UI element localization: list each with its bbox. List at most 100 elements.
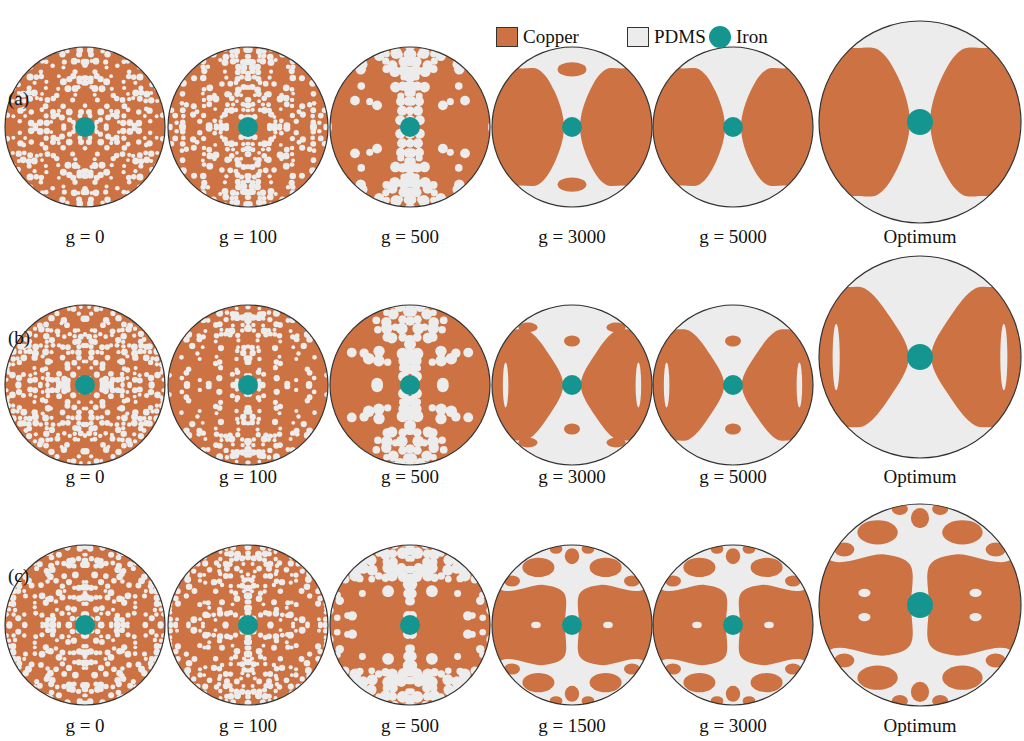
pdms-speck bbox=[397, 92, 404, 99]
pdms-speck bbox=[267, 54, 274, 61]
pdms-speck bbox=[72, 162, 79, 169]
pdms-speck bbox=[83, 104, 87, 108]
pdms-speck bbox=[206, 152, 213, 159]
pdms-speck bbox=[99, 415, 104, 420]
pdms-speck bbox=[82, 580, 86, 584]
pdms-speck bbox=[76, 648, 82, 654]
pdms-speck bbox=[121, 170, 125, 174]
pdms-speck bbox=[435, 346, 446, 357]
pdms-speck bbox=[71, 458, 77, 464]
pdms-speck bbox=[155, 404, 159, 408]
pdms-speck bbox=[93, 606, 99, 612]
pdms-speck bbox=[272, 125, 278, 131]
pdms-speck bbox=[67, 612, 71, 616]
pdms-speck bbox=[48, 315, 54, 321]
pdms-speck bbox=[266, 108, 271, 113]
pdms-speck bbox=[121, 136, 126, 141]
pdms-speck bbox=[260, 311, 266, 317]
pdms-speck bbox=[91, 85, 98, 92]
pdms-speck bbox=[213, 107, 217, 111]
pdms-speck bbox=[245, 151, 251, 157]
pdms-speck bbox=[109, 109, 113, 113]
pdms-speck bbox=[126, 92, 130, 96]
pdms-speck bbox=[109, 422, 113, 426]
pdms-speck bbox=[83, 591, 88, 596]
pdms-speck bbox=[131, 74, 137, 80]
pdms-speck bbox=[71, 306, 77, 312]
pdms-speck bbox=[279, 107, 283, 111]
pdms-speck bbox=[91, 162, 98, 169]
pdms-speck bbox=[190, 136, 196, 142]
pdms-speck bbox=[71, 404, 77, 410]
pdms-speck bbox=[392, 439, 399, 446]
iron-core bbox=[907, 344, 933, 370]
pdms-speck bbox=[62, 59, 67, 64]
pdms-speck bbox=[110, 87, 114, 91]
pdms-speck bbox=[224, 156, 231, 163]
pdms-speck bbox=[299, 173, 305, 179]
pdms-speck bbox=[202, 146, 207, 151]
pdms-speck bbox=[397, 348, 409, 360]
pdms-speck bbox=[116, 563, 122, 569]
pdms-speck bbox=[114, 96, 120, 102]
pdms-speck bbox=[278, 427, 282, 431]
pdms-speck bbox=[198, 378, 202, 382]
pdms-speck bbox=[77, 311, 81, 315]
pdms-speck bbox=[257, 99, 261, 103]
pdms-speck bbox=[290, 113, 295, 118]
pdms-speck bbox=[20, 156, 27, 163]
pdms-speck bbox=[146, 140, 152, 146]
pdms-speck bbox=[428, 443, 438, 453]
pdms-speck bbox=[404, 297, 416, 309]
pdms-speck bbox=[213, 322, 219, 328]
pdms-speck bbox=[39, 69, 44, 74]
pdms-speck bbox=[40, 107, 45, 112]
pdms-speck bbox=[88, 355, 94, 361]
design-domain bbox=[3, 305, 167, 465]
pdms-speck bbox=[61, 671, 67, 677]
pdms-speck bbox=[290, 98, 294, 102]
pdms-speck bbox=[241, 102, 246, 107]
pdms-speck bbox=[11, 356, 16, 361]
pdms-speck bbox=[131, 350, 138, 357]
pdms-speck bbox=[272, 332, 277, 337]
pdms-speck bbox=[254, 161, 261, 168]
pdms-speck bbox=[22, 150, 27, 155]
pdms-speck bbox=[174, 129, 179, 134]
pdms-speck bbox=[216, 389, 222, 395]
pdms-speck bbox=[121, 644, 127, 650]
pdms-speck bbox=[116, 350, 120, 354]
pdms-speck bbox=[78, 334, 84, 340]
pdms-speck bbox=[49, 690, 55, 696]
pdms-speck bbox=[180, 101, 185, 106]
pdms-speck bbox=[201, 136, 206, 141]
pdms-speck bbox=[255, 338, 259, 342]
pdms-speck bbox=[261, 324, 265, 328]
pdms-speck bbox=[86, 430, 92, 436]
pdms-speck bbox=[82, 406, 86, 410]
pdms-speck bbox=[249, 345, 255, 351]
pdms-speck bbox=[413, 315, 422, 324]
pdms-speck bbox=[16, 375, 22, 381]
pdms-speck bbox=[89, 454, 93, 458]
pdms-speck bbox=[61, 65, 65, 69]
iron-core bbox=[75, 117, 95, 137]
pdms-speck bbox=[111, 608, 115, 612]
pdms-speck bbox=[108, 552, 114, 558]
pdms-speck bbox=[44, 113, 49, 118]
pdms-speck bbox=[301, 421, 307, 427]
pdms-speck bbox=[382, 181, 390, 189]
pdms-speck bbox=[236, 428, 240, 432]
pdms-speck bbox=[61, 376, 67, 382]
pdms-speck bbox=[70, 350, 75, 355]
pdms-speck bbox=[66, 665, 72, 671]
pdms-speck bbox=[215, 411, 219, 415]
pdms-speck bbox=[265, 91, 272, 98]
pdms-speck bbox=[240, 443, 244, 447]
pdms-speck bbox=[116, 681, 122, 687]
pdms-speck bbox=[50, 632, 55, 637]
pdms-speck bbox=[121, 340, 125, 344]
pdms-speck bbox=[103, 589, 107, 593]
pdms-speck bbox=[127, 180, 132, 185]
